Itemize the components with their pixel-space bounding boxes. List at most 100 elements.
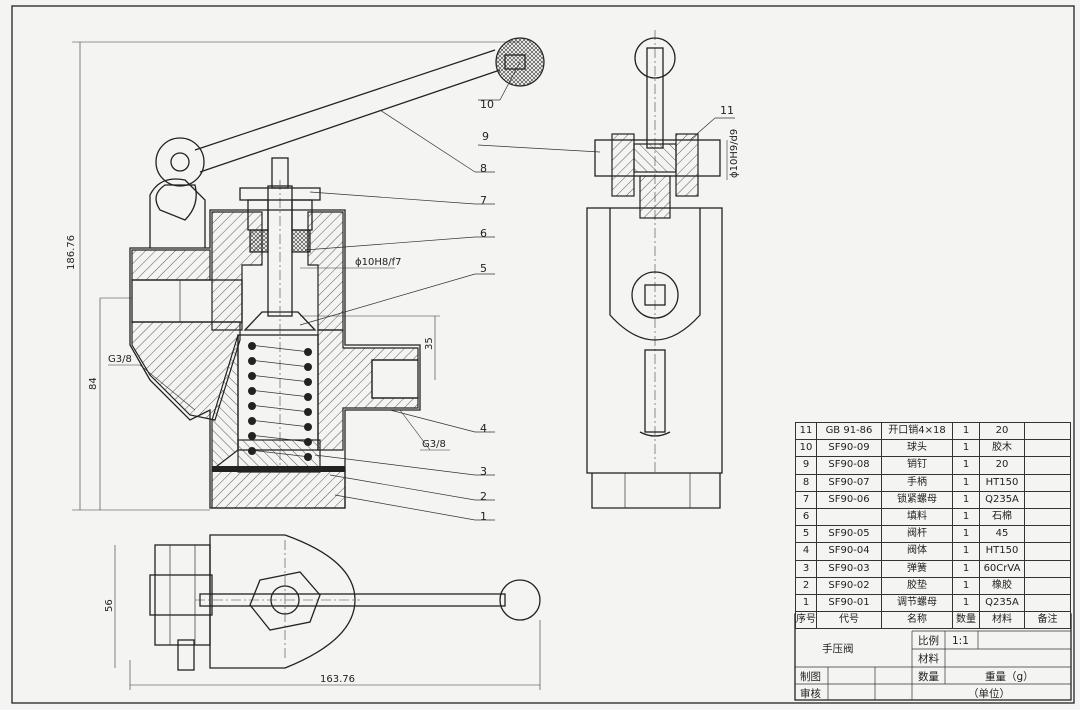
bom-cell-qty: 1 (952, 559, 980, 578)
bom-cell-name: 锁紧螺母 (881, 490, 953, 509)
bom-cell-note (1024, 525, 1071, 544)
bom-cell-name: 胶垫 (881, 576, 953, 595)
dim-height-84: 84 (88, 377, 99, 390)
bom-cell-note (1024, 473, 1071, 492)
dim-35: 35 (424, 337, 435, 350)
balloon-8: 8 (480, 162, 487, 175)
bom-cell-note (1024, 456, 1071, 475)
bom-cell-no: 11 (795, 421, 817, 441)
top-view (149, 534, 541, 671)
bom-cell-note (1024, 507, 1071, 527)
bom-cell-code: GB 91-86 (816, 421, 882, 441)
bom-cell-code: SF90-02 (816, 576, 882, 595)
bom-cell-note (1024, 576, 1071, 595)
bom-cell-qty: 1 (952, 473, 980, 492)
bom-cell-qty: 1 (952, 490, 980, 509)
bom-header-name: 名称 (881, 611, 953, 630)
balloon-7: 7 (480, 194, 487, 207)
balloon-4: 4 (480, 422, 487, 435)
material-label: 材料 (918, 652, 939, 665)
bom-cell-no: 7 (795, 490, 817, 509)
bom-cell-no: 10 (795, 439, 817, 458)
bom-cell-material: 20 (979, 421, 1025, 441)
bom-cell-qty: 1 (952, 421, 980, 441)
bom-cell-no: 8 (795, 473, 817, 492)
bom-cell-qty: 1 (952, 542, 980, 561)
balloon-9: 9 (482, 130, 489, 143)
bom-cell-note (1024, 559, 1071, 578)
scale-label: 比例 (918, 634, 939, 647)
bom-header-qty: 数量 (952, 611, 980, 630)
bom-cell-code: SF90-09 (816, 439, 882, 458)
drawn-label: 制图 (800, 670, 821, 683)
bom-cell-material: Q235A (979, 593, 1025, 613)
thread-right-label: G3/8 (422, 439, 446, 450)
front-view (129, 37, 545, 509)
bom-cell-note (1024, 593, 1071, 613)
bom-cell-qty: 1 (952, 507, 980, 527)
dim-overall-width: 163.76 (320, 674, 355, 685)
bom-cell-no: 3 (795, 559, 817, 578)
dimension-lines (72, 41, 728, 690)
bom-cell-name: 开口销4×18 (881, 421, 953, 441)
bom-cell-material: Q235A (979, 490, 1025, 509)
bom-cell-name: 阀杆 (881, 525, 953, 544)
bom-cell-no: 5 (795, 525, 817, 544)
fit-pin-label: ϕ10H9/d9 (729, 129, 740, 178)
bom-cell-note (1024, 439, 1071, 458)
bom-cell-material: HT150 (979, 542, 1025, 561)
bom-cell-name: 销钉 (881, 456, 953, 475)
weight-label: 重量（g） (985, 670, 1034, 683)
bom-header-note: 备注 (1024, 611, 1071, 630)
dim-width-56: 56 (104, 599, 115, 612)
bom-cell-code: SF90-04 (816, 542, 882, 561)
checked-label: 审核 (800, 687, 821, 700)
bom-cell-material: 橡胶 (979, 576, 1025, 595)
bom-cell-qty: 1 (952, 576, 980, 595)
balloon-11: 11 (720, 104, 734, 117)
bom-cell-qty: 1 (952, 593, 980, 613)
balloon-leaders (299, 61, 735, 521)
balloon-3: 3 (480, 465, 487, 478)
bom-cell-name: 填料 (881, 507, 953, 527)
balloon-2: 2 (480, 490, 487, 503)
bom-cell-material: 60CrVA (979, 559, 1025, 578)
bom-cell-code: SF90-03 (816, 559, 882, 578)
bom-cell-name: 手柄 (881, 473, 953, 492)
bom-header-material: 材料 (979, 611, 1025, 630)
bom-cell-material: 石棉 (979, 507, 1025, 527)
bom-cell-code: SF90-07 (816, 473, 882, 492)
bom-cell-no: 6 (795, 507, 817, 527)
thread-left-label: G3/8 (108, 354, 132, 365)
bom-cell-note (1024, 542, 1071, 561)
bom-cell-name: 调节螺母 (881, 593, 953, 613)
bom-header-no: 序号 (795, 611, 817, 630)
bom-header-row: 序号 代号 名称 数量 材料 备注 (795, 611, 1071, 630)
bom-cell-material: 45 (979, 525, 1025, 544)
dim-overall-height: 186.76 (66, 235, 77, 270)
bom-cell-code: SF90-08 (816, 456, 882, 475)
bom-cell-code: SF90-06 (816, 490, 882, 509)
bom-cell-qty: 1 (952, 525, 980, 544)
bom-cell-no: 1 (795, 593, 817, 613)
bom-cell-code: SF90-05 (816, 525, 882, 544)
scale-value: 1:1 (952, 635, 969, 647)
bom-cell-no: 4 (795, 542, 817, 561)
bom-cell-no: 2 (795, 576, 817, 595)
quantity-label: 数量 (918, 670, 939, 683)
balloon-5: 5 (480, 262, 487, 275)
title-text: 手压阀 (822, 642, 854, 655)
unit-label: （单位） (968, 687, 1010, 700)
balloon-6: 6 (480, 227, 487, 240)
bom-cell-code: SF90-01 (816, 593, 882, 613)
bom-header-code: 代号 (816, 611, 882, 630)
